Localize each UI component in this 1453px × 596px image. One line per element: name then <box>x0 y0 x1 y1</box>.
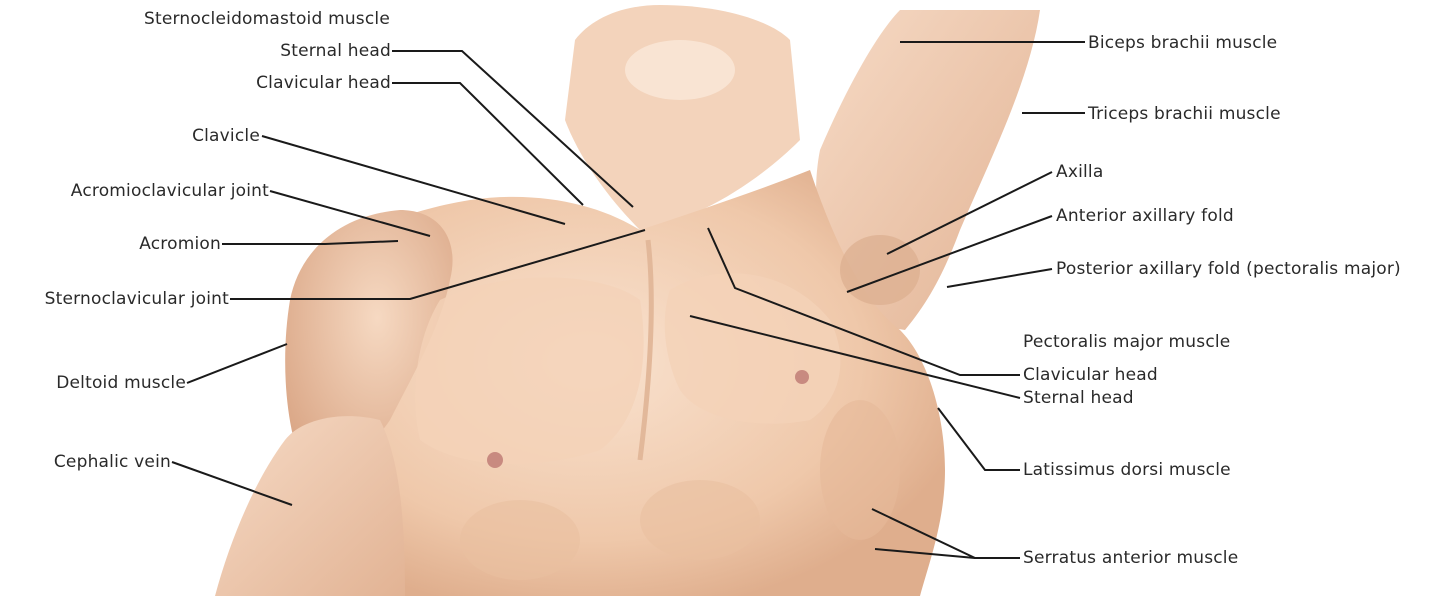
label-clavicle: Clavicle <box>192 126 260 146</box>
label-pectoralis-major: Pectoralis major muscle <box>1023 332 1230 352</box>
label-serratus-anterior: Serratus anterior muscle <box>1023 548 1238 568</box>
leader-latissimus <box>938 408 1020 470</box>
label-anterior-axillary-fold: Anterior axillary fold <box>1056 206 1234 226</box>
leader-post-fold <box>947 269 1052 287</box>
label-axilla: Axilla <box>1056 162 1103 182</box>
leader-clavicle <box>262 136 565 224</box>
label-scm-sternal-head: Sternal head <box>280 41 391 61</box>
label-sternocleidomastoid: Sternocleidomastoid muscle <box>144 9 390 29</box>
label-deltoid: Deltoid muscle <box>56 373 186 393</box>
label-sternoclavicular-joint: Sternoclavicular joint <box>45 289 229 309</box>
nipple-right <box>795 370 809 384</box>
label-latissimus-dorsi: Latissimus dorsi muscle <box>1023 460 1231 480</box>
label-posterior-axillary-fold: Posterior axillary fold (pectoralis majo… <box>1056 259 1401 279</box>
label-pec-clavicular-head: Clavicular head <box>1023 365 1158 385</box>
label-acromioclavicular-joint: Acromioclavicular joint <box>71 181 269 201</box>
label-biceps-brachii: Biceps brachii muscle <box>1088 33 1277 53</box>
label-scm-clavicular-head: Clavicular head <box>256 73 391 93</box>
nipple-left <box>487 452 503 468</box>
label-acromion: Acromion <box>139 234 221 254</box>
label-cephalic-vein: Cephalic vein <box>54 452 171 472</box>
upper-arm <box>215 416 405 596</box>
leader-scm-clavicular <box>392 83 583 205</box>
label-pec-sternal-head: Sternal head <box>1023 388 1134 408</box>
leader-deltoid <box>187 344 287 383</box>
label-triceps-brachii: Triceps brachii muscle <box>1088 104 1281 124</box>
